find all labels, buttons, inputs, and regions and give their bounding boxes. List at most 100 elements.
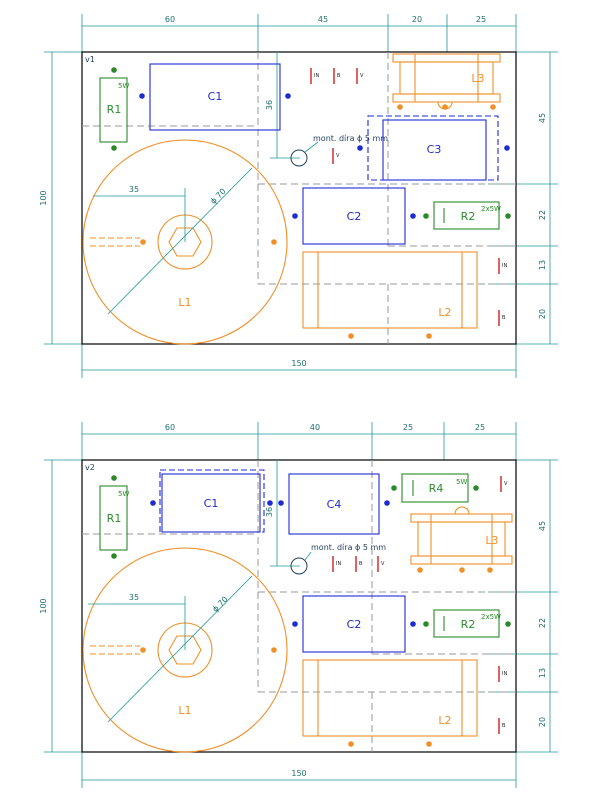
board-outline-v1 bbox=[81, 51, 517, 345]
dim-36-v2: 36 bbox=[265, 460, 300, 567]
svg-text:5W: 5W bbox=[118, 490, 129, 498]
terminals-middle-v2: IN B V bbox=[332, 556, 385, 572]
label-c1: C1 bbox=[208, 90, 223, 103]
svg-text:V: V bbox=[360, 73, 364, 79]
resistor-r1-v2: R1 5W bbox=[99, 475, 129, 559]
terminals-right-v2: IN B bbox=[498, 666, 507, 734]
label-l3: L3 bbox=[471, 72, 484, 85]
svg-text:2x5W: 2x5W bbox=[481, 613, 501, 621]
svg-text:R2: R2 bbox=[461, 618, 476, 631]
inductor-l1: 35 ϕ 70 L1 bbox=[82, 139, 288, 345]
dim-bottom: 150 bbox=[291, 359, 306, 368]
svg-text:40: 40 bbox=[310, 423, 320, 432]
dim-left: 100 bbox=[39, 190, 48, 205]
label-l2: L2 bbox=[438, 306, 451, 319]
terminals-right-v1: IN B bbox=[498, 258, 507, 326]
svg-text:IN: IN bbox=[336, 561, 341, 567]
svg-text:R1: R1 bbox=[107, 512, 122, 525]
label-r2: R2 bbox=[461, 210, 476, 223]
board-outline-v2 bbox=[81, 459, 517, 753]
capacitor-c4: C4 bbox=[278, 473, 390, 535]
cut-lines-v2 bbox=[82, 460, 516, 752]
svg-text:L3: L3 bbox=[485, 534, 498, 547]
svg-text:V: V bbox=[504, 481, 508, 487]
resistor-r4: R4 5W bbox=[391, 473, 479, 503]
svg-text:IN: IN bbox=[502, 671, 507, 677]
dim-35: 35 bbox=[129, 185, 139, 194]
dim-right-3: 13 bbox=[538, 260, 547, 270]
layout-v2: 60 40 25 25 100 150 45 22 13 2 bbox=[39, 422, 558, 788]
svg-text:36: 36 bbox=[265, 507, 274, 517]
svg-text:IN: IN bbox=[314, 73, 319, 79]
capacitor-c1: C1 bbox=[139, 63, 291, 131]
svg-text:13: 13 bbox=[538, 668, 547, 678]
capacitor-c3: C3 bbox=[357, 115, 510, 181]
terminal-top-right-v2: V bbox=[500, 476, 508, 492]
outer-dimensions-v1: 100 150 bbox=[39, 51, 517, 378]
version-label-v1: v1 bbox=[85, 55, 95, 64]
mount-label-v2: mont. díra ϕ 5 mm bbox=[311, 543, 386, 552]
mounting-hole-v1: mont. díra ϕ 5 mm bbox=[290, 134, 388, 167]
label-c4: C4 bbox=[327, 498, 342, 511]
svg-text:L1: L1 bbox=[178, 704, 191, 717]
label-r2-power: 2x5W bbox=[481, 205, 501, 213]
svg-text:100: 100 bbox=[39, 598, 48, 613]
resistor-r2: R2 2x5W bbox=[423, 201, 511, 230]
svg-text:B: B bbox=[502, 723, 506, 729]
cut-lines-v1 bbox=[82, 52, 516, 344]
dim-top-2: 45 bbox=[318, 15, 328, 24]
mounting-hole-v2: mont. díra ϕ 5 mm bbox=[290, 543, 386, 575]
svg-text:25: 25 bbox=[475, 423, 485, 432]
svg-text:35: 35 bbox=[129, 593, 139, 602]
svg-text:ϕ 70: ϕ 70 bbox=[211, 595, 230, 614]
mount-label-v1: mont. díra ϕ 5 mm bbox=[313, 134, 388, 143]
svg-text:C1: C1 bbox=[204, 497, 219, 510]
label-l1: L1 bbox=[178, 296, 191, 309]
terminals-top-v1: IN B V V bbox=[310, 68, 364, 164]
dim-top-3: 20 bbox=[412, 15, 422, 24]
svg-text:V: V bbox=[336, 153, 340, 159]
svg-text:36: 36 bbox=[265, 100, 274, 110]
dim-right-2: 22 bbox=[538, 210, 547, 220]
svg-text:20: 20 bbox=[538, 717, 547, 727]
top-dimensions-v1: 60 45 20 25 bbox=[81, 14, 517, 52]
dim-diameter: ϕ 70 bbox=[209, 187, 228, 206]
right-dimensions-v1: 45 22 13 20 bbox=[488, 51, 558, 345]
capacitor-c2: C2 bbox=[292, 187, 416, 245]
resistor-r1: R1 5W bbox=[99, 67, 129, 151]
svg-text:IN: IN bbox=[502, 263, 507, 269]
outer-dimensions-v2: 100 150 bbox=[39, 459, 517, 788]
dim-right-4: 20 bbox=[538, 309, 547, 319]
label-r4: R4 bbox=[429, 482, 444, 495]
label-c2: C2 bbox=[347, 210, 362, 223]
svg-text:B: B bbox=[359, 561, 363, 567]
label-r1: R1 bbox=[107, 103, 122, 116]
svg-text:B: B bbox=[337, 73, 341, 79]
inductor-l3-v2: L3 bbox=[410, 506, 513, 573]
inductor-l3: L3 bbox=[392, 53, 501, 110]
svg-text:60: 60 bbox=[165, 423, 175, 432]
dim-top-1: 60 bbox=[165, 15, 175, 24]
label-r1-power: 5W bbox=[118, 82, 129, 90]
right-dimensions-v2: 45 22 13 20 bbox=[488, 459, 558, 753]
svg-text:150: 150 bbox=[291, 769, 306, 778]
inductor-l1-v2: 35 ϕ 70 L1 bbox=[82, 547, 288, 753]
svg-text:C2: C2 bbox=[347, 618, 362, 631]
svg-text:45: 45 bbox=[538, 521, 547, 531]
dim-top-4: 25 bbox=[476, 15, 486, 24]
label-r4-power: 5W bbox=[456, 478, 467, 486]
capacitor-c1-v2: C1 bbox=[150, 469, 273, 533]
top-dimensions-v2: 60 40 25 25 bbox=[81, 422, 517, 460]
capacitor-c2-v2: C2 bbox=[292, 595, 416, 653]
resistor-r2-v2: R2 2x5W bbox=[423, 609, 511, 638]
svg-text:L2: L2 bbox=[438, 714, 451, 727]
dim-36-v1: 36 bbox=[265, 52, 300, 159]
label-c3: C3 bbox=[427, 143, 442, 156]
inductor-l2-v2: L2 bbox=[302, 659, 478, 747]
svg-text:V: V bbox=[381, 561, 385, 567]
svg-text:25: 25 bbox=[403, 423, 413, 432]
svg-text:22: 22 bbox=[538, 618, 547, 628]
svg-text:B: B bbox=[502, 315, 506, 321]
version-label-v2: v2 bbox=[85, 463, 95, 472]
